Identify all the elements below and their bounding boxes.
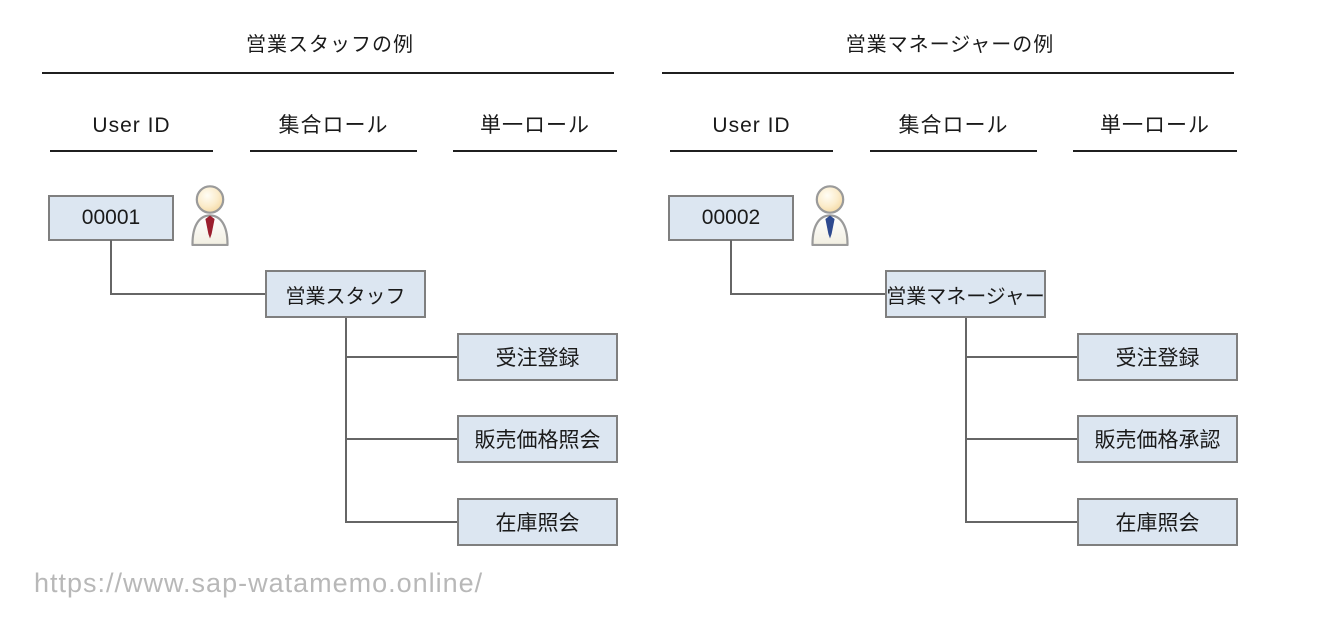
section-title: 営業マネージャーの例 [845,34,1055,56]
column-underline [870,150,1037,152]
section-sales-staff: 営業スタッフの例 User ID 集合ロール 単一ロール 00001 営業スタッ… [0,0,660,560]
section-title: 営業スタッフの例 [246,34,414,56]
connector-branch-1 [345,356,457,358]
single-role-box: 受注登録 [1077,333,1238,381]
column-underline [453,150,617,152]
column-header-user-id: User ID [712,114,791,137]
single-role-box: 在庫照会 [1077,498,1238,546]
connector-user-to-composite-v [730,240,732,295]
column-header-user-id: User ID [92,114,171,137]
connector-branch-3 [965,521,1077,523]
column-header-composite-role: 集合ロール [278,114,389,137]
column-underline [1073,150,1237,152]
title-underline [662,72,1234,74]
person-icon [186,184,234,246]
connector-user-to-composite-h [110,293,265,295]
single-role-box: 販売価格承認 [1077,415,1238,463]
column-underline [250,150,417,152]
composite-role-box: 営業マネージャー [885,270,1046,318]
column-underline [670,150,833,152]
connector-branch-1 [965,356,1077,358]
tie-shape [825,215,835,239]
connector-composite-trunk [965,318,967,523]
user-id-box: 00002 [668,195,794,241]
title-underline [42,72,614,74]
section-sales-manager: 営業マネージャーの例 User ID 集合ロール 単一ロール 00002 営業マ… [620,0,1280,560]
single-role-box: 在庫照会 [457,498,618,546]
single-role-box: 販売価格照会 [457,415,618,463]
connector-branch-2 [965,438,1077,440]
column-header-single-role: 単一ロール [480,114,590,137]
column-header-single-role: 単一ロール [1100,114,1210,137]
person-icon [806,184,854,246]
single-role-box: 受注登録 [457,333,618,381]
connector-branch-2 [345,438,457,440]
column-underline [50,150,213,152]
tie-shape [205,215,215,239]
connector-branch-3 [345,521,457,523]
watermark-url: https://www.sap-watamemo.online/ [34,568,484,598]
column-header-composite-role: 集合ロール [898,114,1009,137]
composite-role-box: 営業スタッフ [265,270,426,318]
connector-user-to-composite-h [730,293,885,295]
user-id-box: 00001 [48,195,174,241]
connector-user-to-composite-v [110,240,112,295]
connector-composite-trunk [345,318,347,523]
